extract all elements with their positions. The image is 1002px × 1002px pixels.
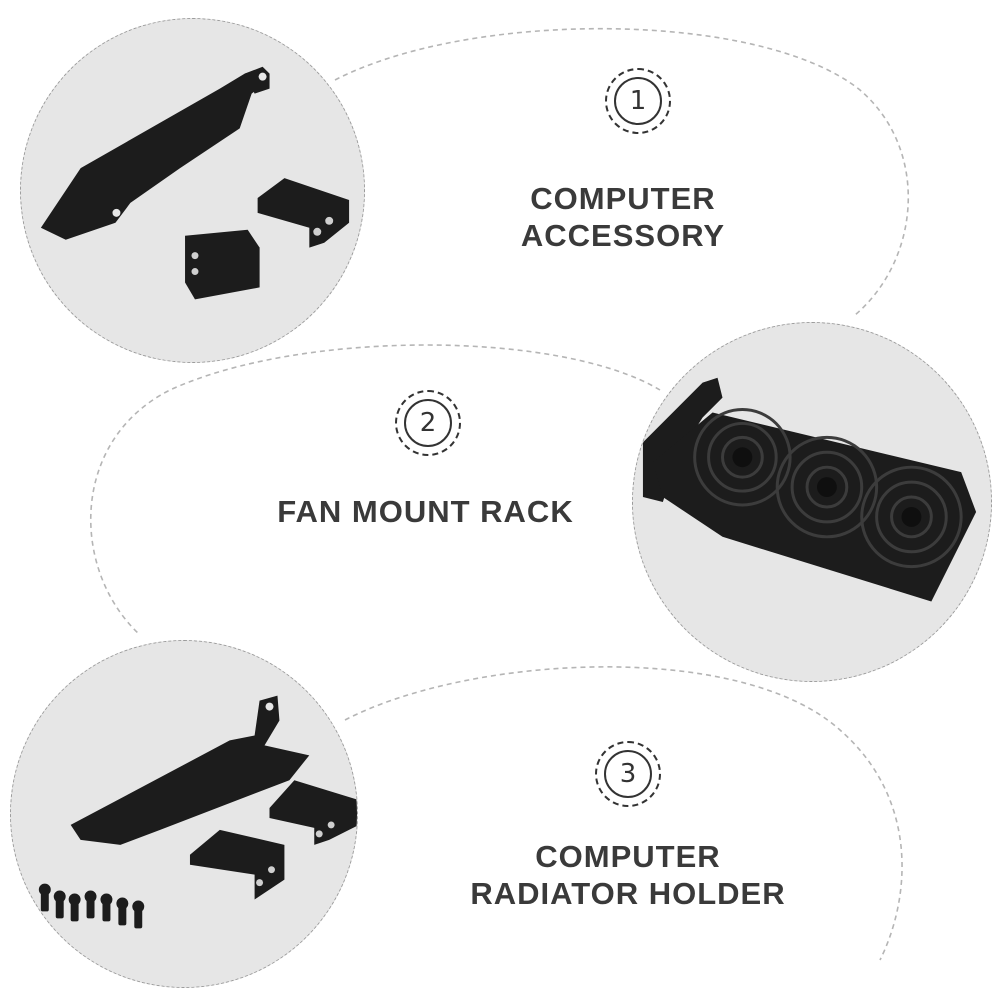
outline-2 — [90, 344, 661, 636]
section-title-3-line-1: COMPUTER — [535, 839, 721, 874]
bracket-clips-screws-photo — [10, 640, 358, 988]
screw-set — [38, 883, 145, 929]
fan-2 — [775, 435, 879, 539]
section-title-3-line-2: RADIATOR HOLDER — [470, 876, 786, 911]
step-badge-3: 3 — [595, 741, 661, 807]
section-title-1-line-2: ACCESSORY — [520, 218, 726, 253]
clip-right — [269, 780, 357, 845]
step-number-3: 3 — [604, 750, 652, 798]
section-title-2: FAN MOUNT RACK — [238, 493, 613, 530]
triple-fan-mount-photo — [632, 322, 992, 682]
section-title-3: COMPUTER RADIATOR HOLDER — [448, 838, 808, 912]
section-title-1: COMPUTER ACCESSORY — [478, 180, 768, 254]
section-title-1-line-1: COMPUTER — [530, 181, 716, 216]
section-title-2-line-1: FAN MOUNT RACK — [277, 494, 574, 529]
step-badge-1: 1 — [605, 68, 671, 134]
pci-bracket — [70, 695, 310, 845]
clip-right — [257, 178, 350, 248]
outline-1 — [334, 27, 910, 316]
step-number-1: 1 — [614, 77, 662, 125]
fan-3 — [860, 465, 963, 569]
outline-3 — [344, 666, 903, 961]
fan-1 — [693, 408, 792, 507]
step-number-2: 2 — [404, 399, 452, 447]
pci-bracket — [40, 68, 265, 240]
step-badge-2: 2 — [395, 390, 461, 456]
clip-left — [185, 229, 260, 300]
bracket-and-clips-photo — [20, 18, 365, 363]
